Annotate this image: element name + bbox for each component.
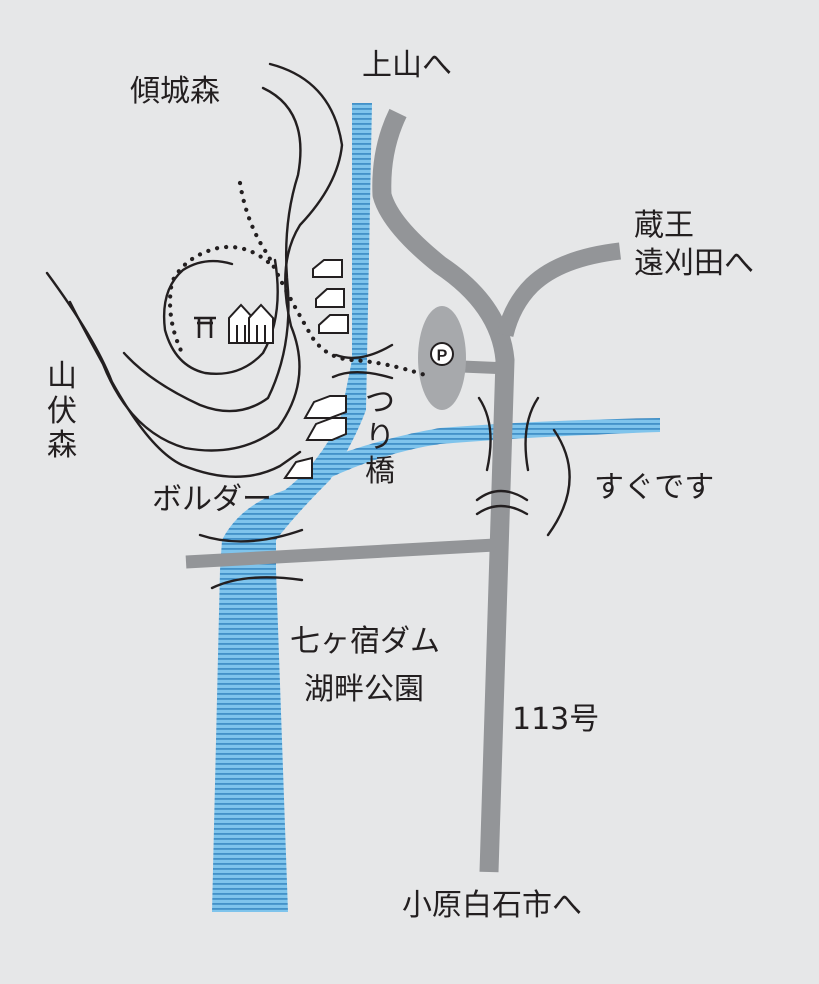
trail-to-summit — [237, 180, 428, 378]
road-zao — [496, 242, 622, 338]
label-park-type: 湖畔公園 — [304, 672, 424, 707]
label-togatta: 遠刈田へ — [634, 246, 754, 281]
label-kaminoyama: 上山へ — [362, 48, 452, 83]
house-icon — [228, 303, 274, 344]
house-icon — [283, 259, 349, 479]
distance-brace — [546, 428, 571, 537]
trail-summit-loop — [168, 244, 271, 358]
label-park-name: 七ヶ宿ダム — [290, 624, 440, 659]
contour-line — [122, 86, 302, 413]
river-tributary — [318, 418, 660, 480]
hiking-trail — [168, 180, 428, 378]
road-break — [475, 489, 529, 516]
label-sugu-desu: すぐです — [594, 470, 715, 505]
road-kaminoyama — [372, 108, 515, 873]
roads — [185, 108, 622, 873]
dam-bridge — [198, 528, 304, 590]
route-bridge — [477, 396, 540, 472]
label-boulder: ボルダー — [152, 482, 272, 517]
bridge-marks — [198, 343, 571, 590]
parking-symbol: P — [437, 348, 448, 365]
label-tsuribashi: つり橋 — [365, 385, 395, 489]
label-keijo-mori: 傾城森 — [130, 74, 220, 109]
label-zao: 蔵王 — [634, 208, 694, 243]
river-main — [212, 103, 372, 912]
label-yamabushi-mori: 山伏森 — [47, 359, 77, 463]
parking-icon: P — [430, 342, 454, 366]
suspension-bridge — [331, 343, 394, 380]
label-obara-shiroishi: 小原白石市へ — [402, 888, 582, 923]
label-route-113: 113号 — [512, 702, 600, 737]
contour-lines — [45, 62, 344, 478]
contour-line — [45, 271, 302, 478]
contour-line — [68, 62, 344, 452]
torii-icon — [194, 316, 216, 338]
road-crossing — [185, 538, 496, 569]
